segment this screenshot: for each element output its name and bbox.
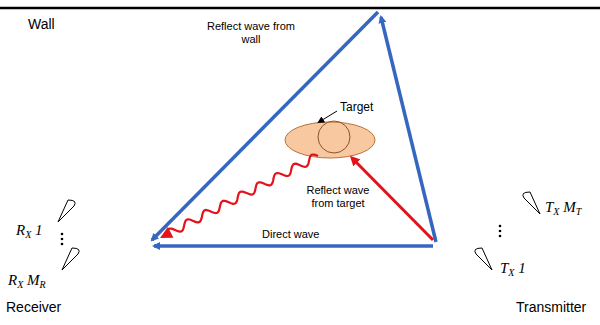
tx-antenna <box>475 248 492 270</box>
antennas <box>58 192 540 270</box>
antenna-label: RX 1 <box>16 222 43 239</box>
echo-wave-head <box>160 227 173 238</box>
target-label: Target <box>340 101 373 115</box>
antenna-label: TX 1 <box>500 260 526 277</box>
target-head <box>318 121 350 153</box>
direct-ray <box>154 244 433 248</box>
transmitter-label: Transmitter <box>516 299 586 315</box>
target-body <box>285 122 375 158</box>
tx-to-wall-ray <box>381 17 436 242</box>
antenna-label: RX MR <box>8 272 46 289</box>
ray-label: Reflect wave from wall <box>205 20 297 45</box>
target-leader <box>319 111 337 122</box>
receiver-label: Receiver <box>6 299 61 315</box>
wall-to-rx-ray <box>152 12 378 240</box>
ellipsis-dots <box>61 225 502 246</box>
wall-line <box>0 7 600 10</box>
target-echo-wave <box>160 155 318 239</box>
rx-antenna <box>62 248 79 270</box>
ray-label: Reflect wave from target <box>300 184 376 209</box>
ray-label: Direct wave <box>262 228 319 241</box>
rx-antenna <box>58 200 75 222</box>
wall-label: Wall <box>28 16 55 32</box>
tx-antenna <box>523 192 540 214</box>
echo-wave-line <box>167 155 318 232</box>
antenna-label: TX MT <box>545 199 581 216</box>
